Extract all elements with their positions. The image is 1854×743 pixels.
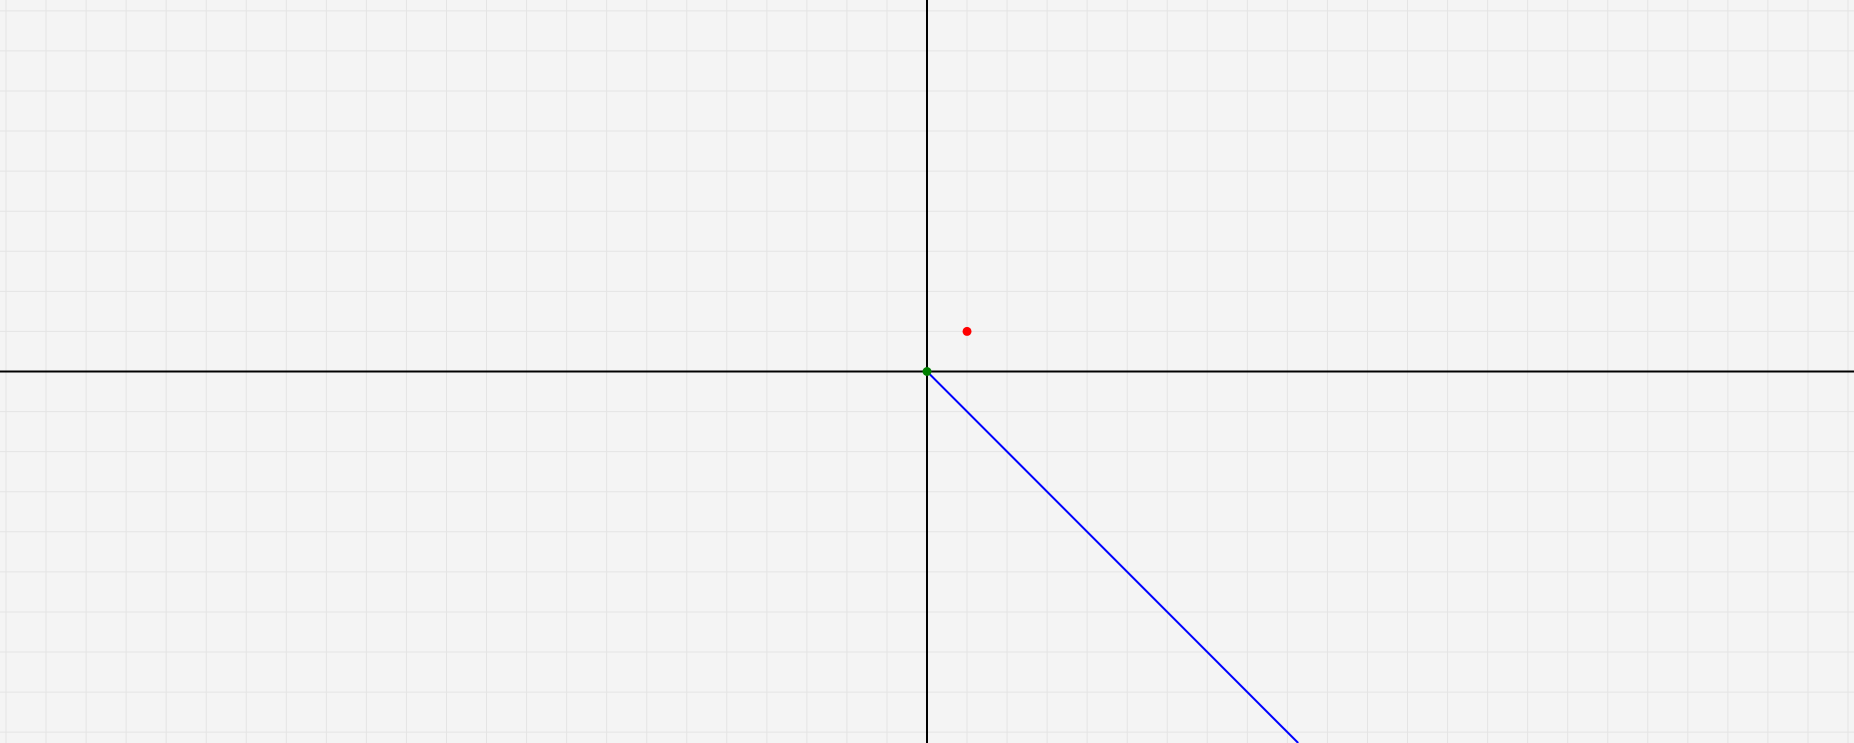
points-layer: [922, 326, 972, 376]
blue-ray[interactable]: [926, 370, 1299, 743]
red-point[interactable]: [962, 326, 972, 336]
origin-point[interactable]: [922, 367, 932, 376]
rays-layer: [926, 370, 1299, 743]
